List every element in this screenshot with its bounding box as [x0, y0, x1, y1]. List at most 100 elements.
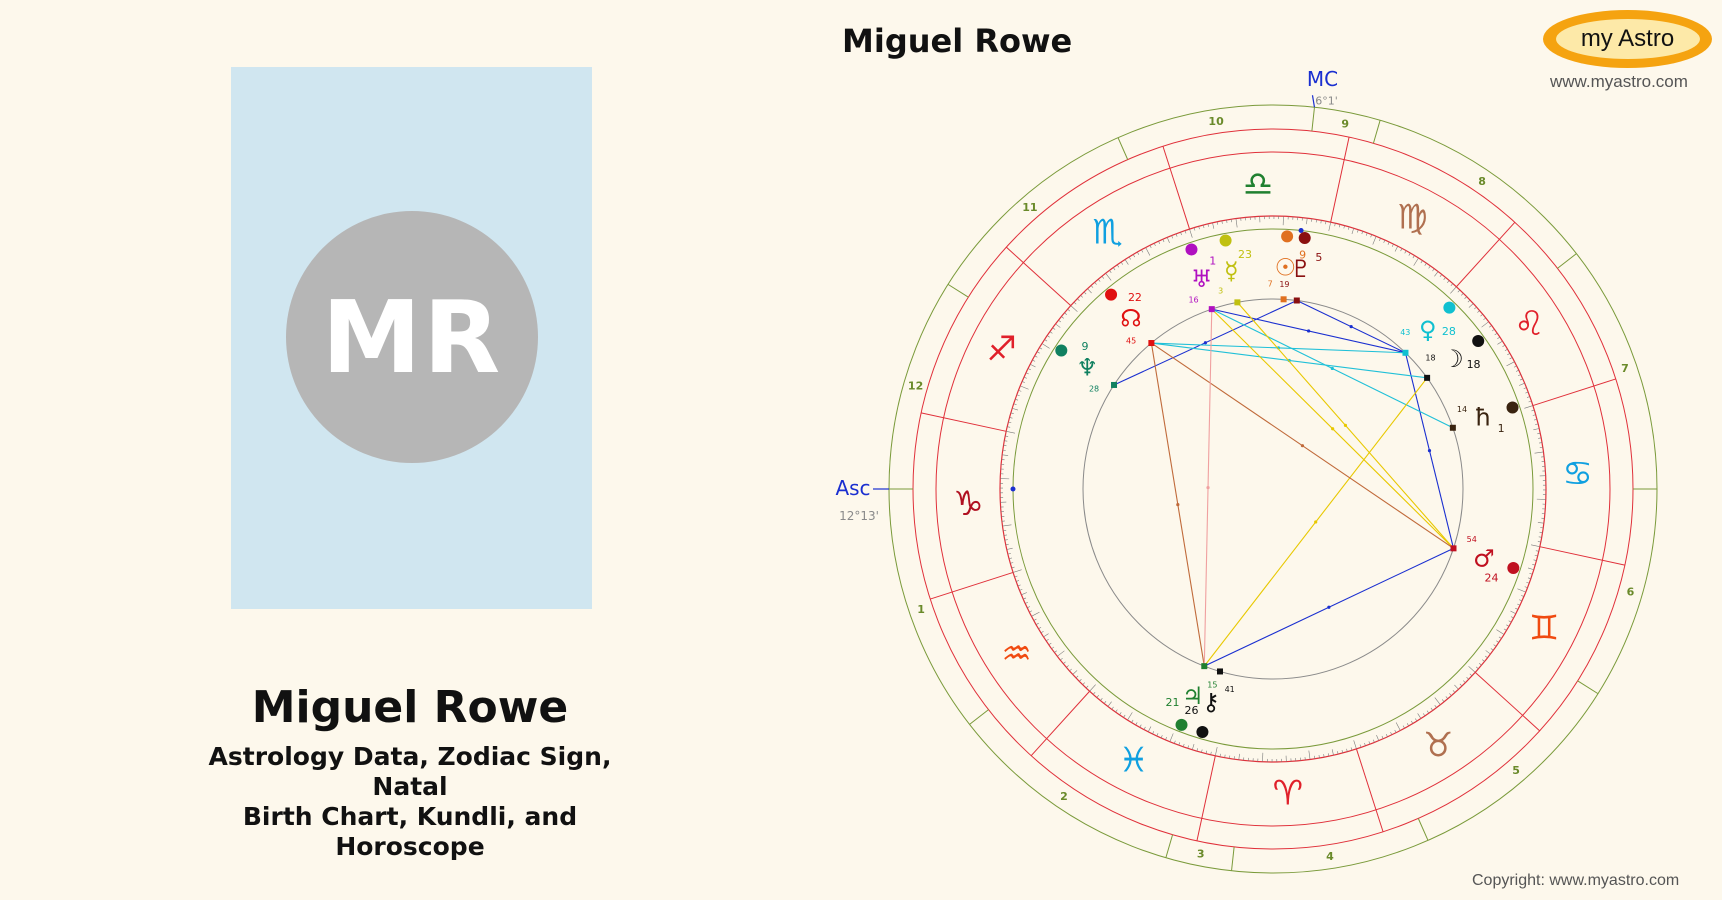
degree-tick: [1006, 547, 1013, 550]
planet-minute: 7: [1268, 280, 1273, 289]
planet-dot: [1196, 725, 1209, 738]
degree-tick: [1187, 745, 1189, 749]
degree-tick: [1370, 234, 1373, 238]
degree-tick: [1105, 273, 1112, 281]
degree-tick: [1510, 616, 1514, 619]
house-number: 2: [1060, 790, 1068, 803]
degree-tick: [1007, 426, 1011, 428]
logo-text: my Astro: [1555, 19, 1700, 59]
house-cusp-outer-line: [1372, 120, 1381, 144]
degree-tick: [1116, 264, 1120, 268]
planet-aspect-point: [1402, 349, 1409, 356]
aspect-midpoint-mark: [1343, 423, 1348, 427]
degree-tick: [1519, 599, 1523, 602]
degree-tick: [1466, 677, 1469, 680]
planet-glyph: ☽: [1442, 345, 1464, 373]
degree-tick: [1038, 626, 1042, 630]
degree-tick: [1002, 454, 1009, 456]
degree-tick: [1412, 255, 1415, 259]
degree-tick: [1131, 719, 1134, 723]
sign-divider: [1355, 748, 1384, 832]
degree-tick: [1341, 749, 1344, 754]
planet-dot: [1443, 301, 1456, 314]
degree-tick: [1508, 620, 1512, 623]
degree-tick: [1016, 394, 1020, 397]
degree-tick: [1023, 376, 1027, 379]
degree-tick: [1537, 541, 1541, 543]
degree-tick: [1165, 737, 1167, 741]
degree-tick: [1450, 283, 1454, 287]
degree-tick: [1124, 259, 1129, 265]
planet-glyph: ħ: [1475, 403, 1492, 431]
degree-tick: [1004, 440, 1008, 442]
degree-tick: [1005, 435, 1009, 437]
degree-tick: [1063, 661, 1066, 664]
degree-tick: [1137, 251, 1140, 255]
sign-divider: [1005, 246, 1072, 306]
degree-tick: [1504, 348, 1508, 352]
degree-tick: [1483, 317, 1486, 321]
degree-tick: [1469, 673, 1473, 677]
degree-tick: [1205, 750, 1208, 754]
planet-aspect-point: [1449, 424, 1456, 431]
degree-tick: [1530, 544, 1540, 547]
degree-tick: [1502, 344, 1506, 347]
planet-aspect-point: [1216, 668, 1223, 675]
degree-tick: [1537, 522, 1544, 524]
degree-tick: [1331, 749, 1334, 756]
degree-tick: [1527, 577, 1531, 580]
planet-glyph: ☊: [1120, 304, 1141, 332]
degree-tick: [1066, 665, 1069, 668]
degree-tick: [1004, 539, 1008, 541]
degree-tick: [1215, 746, 1218, 756]
degree-tick: [1092, 691, 1096, 695]
subtitle-line-1: Astrology Data, Zodiac Sign, Natal: [208, 742, 612, 801]
degree-tick: [1031, 611, 1040, 617]
degree-tick: [1491, 329, 1495, 332]
house-cusp-outer-line: [1231, 846, 1235, 871]
planet-glyph: ☉: [1275, 253, 1297, 281]
aspect-midpoint-mark: [1206, 486, 1210, 490]
degree-tick: [1449, 693, 1452, 696]
degree-tick: [1497, 336, 1501, 340]
house-number: 7: [1621, 362, 1629, 375]
planet-glyph: ⚷: [1202, 688, 1220, 716]
degree-tick: [1235, 218, 1238, 228]
midheaven-label: MC: [1307, 67, 1338, 91]
degree-tick: [1064, 312, 1067, 315]
degree-tick: [1087, 288, 1092, 294]
degree-tick: [1006, 431, 1016, 434]
degree-tick: [1510, 610, 1516, 615]
degree-tick: [1049, 331, 1053, 334]
degree-tick: [1202, 224, 1205, 229]
planet-aspect-point: [1234, 299, 1241, 306]
aspect-midpoint-mark: [1349, 325, 1353, 329]
planet-degree: 23: [1238, 248, 1252, 261]
degree-tick: [1415, 718, 1418, 722]
degree-tick: [1308, 750, 1311, 760]
degree-tick: [1454, 684, 1459, 690]
degree-tick: [1021, 381, 1025, 383]
degree-tick: [1338, 224, 1341, 228]
website-link[interactable]: www.myastro.com: [1550, 72, 1688, 91]
degree-tick: [1531, 409, 1535, 412]
degree-tick: [1515, 607, 1519, 610]
degree-tick: [1139, 724, 1142, 728]
house-cusp-outer-line: [1311, 107, 1315, 132]
degree-tick: [1070, 305, 1078, 312]
degree-tick: [1047, 335, 1050, 338]
degree-tick: [1422, 713, 1426, 717]
planet-dot: [1105, 288, 1118, 301]
myastro-logo[interactable]: my Astro: [1543, 10, 1712, 68]
degree-tick: [1036, 351, 1040, 354]
degree-tick: [1379, 237, 1381, 241]
degree-tick: [1402, 725, 1405, 729]
planet-aspect-point: [1280, 296, 1287, 303]
degree-tick: [1216, 221, 1219, 225]
degree-tick: [1123, 714, 1126, 718]
zodiac-sign-glyph: ♎: [1243, 164, 1273, 204]
degree-tick: [1162, 239, 1165, 243]
degree-tick: [1509, 357, 1513, 360]
house-cusp-outer-line: [1417, 818, 1429, 841]
planet-dot: [1281, 230, 1294, 243]
